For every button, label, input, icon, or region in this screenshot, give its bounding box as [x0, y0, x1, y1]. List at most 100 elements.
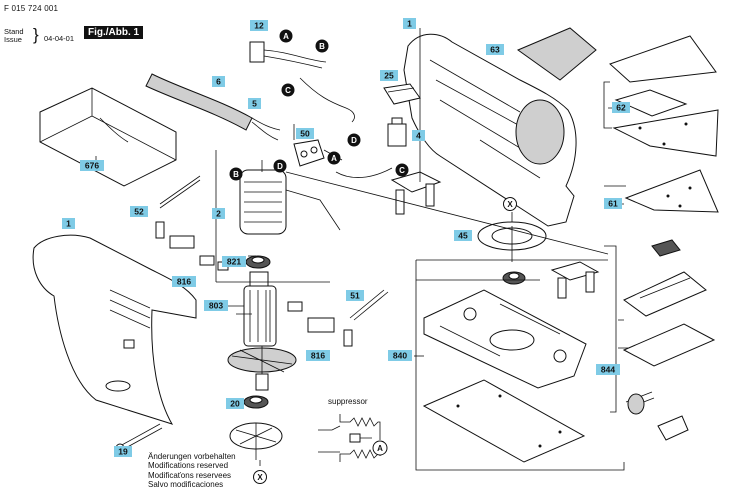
svg-text:1: 1: [66, 219, 71, 229]
tag-62: 62: [612, 102, 630, 113]
note-de: Änderungen vorbehalten: [148, 452, 236, 461]
svg-text:62: 62: [616, 103, 626, 113]
svg-text:12: 12: [254, 21, 264, 31]
tag-1-side: 1: [62, 218, 75, 229]
marker-a-mid: A: [327, 151, 341, 165]
tag-816-left: 816: [172, 276, 196, 287]
tag-50: 50: [296, 128, 314, 139]
svg-text:D: D: [277, 162, 283, 171]
marker-a-top: A: [279, 29, 293, 43]
marker-b-top: B: [315, 39, 329, 53]
brush-holder-left-drawing: [155, 175, 229, 271]
tag-19: 19: [114, 446, 132, 457]
svg-text:C: C: [399, 166, 405, 175]
housing-side-drawing: [32, 234, 197, 425]
ammeter-letter: A: [377, 444, 383, 453]
tag-25: 25: [380, 70, 398, 81]
svg-text:4: 4: [416, 131, 421, 141]
issue-label: Issue: [4, 35, 22, 44]
tag-2: 2: [212, 208, 225, 219]
svg-text:20: 20: [230, 399, 240, 409]
tag-816-right: 816: [306, 350, 330, 361]
svg-text:6: 6: [216, 77, 221, 87]
tag-1-top: 1: [403, 18, 416, 29]
triangle-sheet-drawing: [624, 169, 719, 213]
field-winding-drawing: [239, 169, 341, 235]
svg-text:45: 45: [458, 231, 468, 241]
svg-text:5: 5: [252, 99, 257, 109]
extraction-hose-drawing: [145, 73, 281, 141]
figure-title: Fig./Abb. 1: [84, 26, 144, 39]
tag-844: 844: [596, 364, 620, 375]
note-es: Salvo modificaciones: [148, 479, 224, 489]
svg-text:816: 816: [177, 277, 191, 287]
svg-text:B: B: [233, 170, 239, 179]
svg-text:840: 840: [393, 351, 407, 361]
marker-d-top: D: [347, 133, 361, 147]
note-en: Modifications reserved: [148, 461, 229, 471]
marker-d-winding: D: [273, 159, 287, 173]
svg-text:D: D: [351, 136, 357, 145]
marker-b-winding: B: [229, 167, 243, 181]
svg-text:1: 1: [407, 19, 412, 29]
stand-issue-labels: Stand Issue: [4, 28, 24, 44]
armature-drawing: [227, 271, 297, 391]
svg-text:2: 2: [216, 209, 221, 219]
note-fr: Modificaťons reservees: [148, 470, 232, 480]
tag-63: 63: [486, 44, 504, 55]
carry-bag-drawing: [39, 87, 177, 187]
sanding-strips-drawing: [612, 89, 719, 157]
tag-4: 4: [412, 130, 425, 141]
svg-text:A: A: [283, 32, 289, 41]
svg-text:25: 25: [384, 71, 394, 81]
marker-c-top: C: [281, 83, 295, 97]
ammeter-symbol: [372, 440, 388, 456]
tag-61: 61: [604, 198, 622, 209]
tag-840: 840: [388, 350, 412, 361]
svg-text:C: C: [285, 86, 291, 95]
part-tags: 1 1 2 4 5 6 12 19 20 25 45 50 51 52 61 6…: [62, 18, 630, 457]
switch-block-drawing: [293, 139, 393, 178]
marker-x-bottom: X: [253, 470, 267, 484]
bearing-base-drawing: [502, 271, 526, 285]
svg-text:63: 63: [490, 45, 500, 55]
base-plate-drawing: [423, 289, 587, 389]
brace-glyph: }: [33, 25, 39, 44]
delta-plate-drawing: [516, 27, 717, 83]
tag-20: 20: [226, 398, 244, 409]
tag-5: 5: [248, 98, 261, 109]
connector-markers: A B C D A C B D X X: [229, 29, 517, 484]
sanding-pad-drawing: [422, 379, 586, 463]
cable-connector-drawing: [249, 41, 355, 123]
svg-text:52: 52: [134, 207, 144, 217]
svg-text:X: X: [257, 473, 263, 482]
tag-51: 51: [346, 290, 364, 301]
svg-text:803: 803: [209, 301, 223, 311]
tag-803: 803: [204, 300, 228, 311]
accessory-set-drawing: [622, 239, 716, 441]
svg-text:50: 50: [300, 129, 310, 139]
tag-821: 821: [222, 256, 246, 267]
bearing-821-drawing: [245, 255, 271, 269]
svg-text:51: 51: [350, 291, 360, 301]
modification-notes: Änderungen vorbehalten Modifications res…: [148, 452, 236, 489]
tag-6: 6: [212, 76, 225, 87]
housing-top-drawing: [403, 33, 577, 227]
svg-text:61: 61: [608, 199, 618, 209]
switch-4-drawing: [387, 117, 407, 147]
tag-52: 52: [130, 206, 148, 217]
suppressor-circuit: suppressor A: [318, 397, 388, 462]
svg-text:B: B: [319, 42, 325, 51]
marker-c-mid: C: [395, 163, 409, 177]
svg-text:A: A: [331, 154, 337, 163]
svg-text:816: 816: [311, 351, 325, 361]
suppressor-label: suppressor: [328, 397, 368, 406]
brush-holder-right-drawing: [287, 289, 389, 347]
svg-text:844: 844: [601, 365, 615, 375]
fan-drawing: [229, 422, 283, 460]
clip-left-drawing: [390, 171, 442, 215]
clip-right-drawing: [550, 261, 600, 299]
tag-45: 45: [454, 230, 472, 241]
